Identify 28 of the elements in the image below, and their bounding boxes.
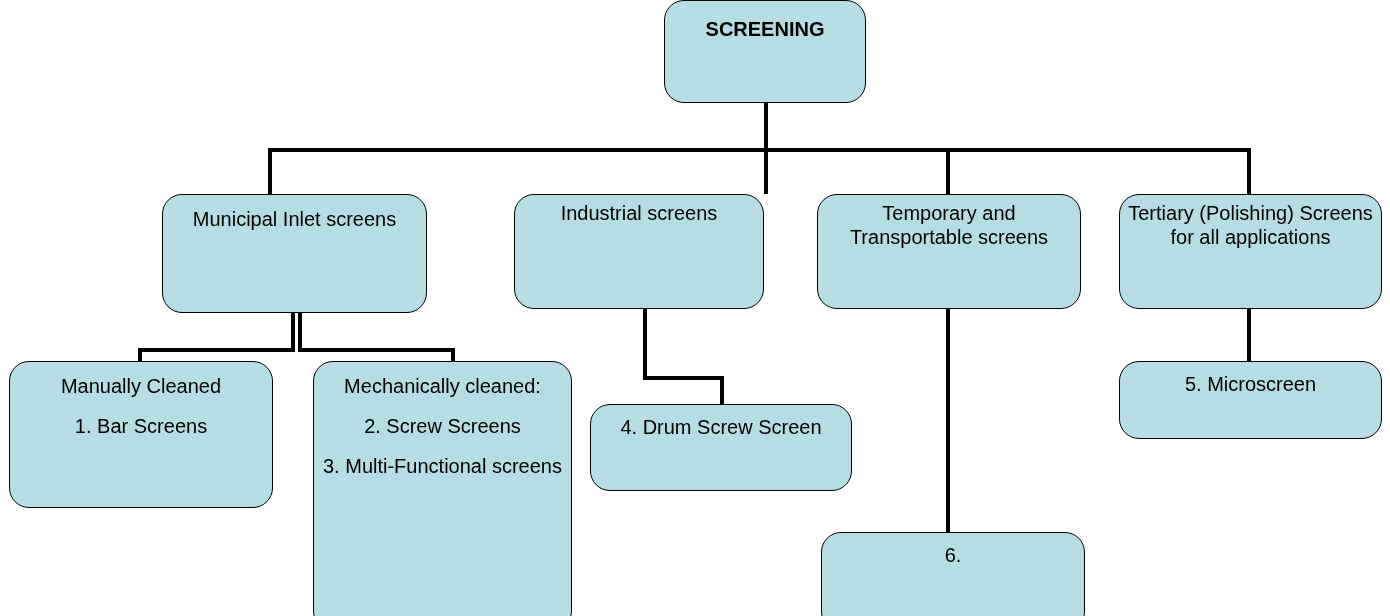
box-label: Mechanically cleaned: bbox=[343, 374, 542, 398]
box-label: Manually Cleaned bbox=[59, 374, 223, 398]
category-box bbox=[313, 361, 572, 616]
connector-line bbox=[1247, 309, 1251, 361]
category-box bbox=[821, 532, 1085, 616]
box-label: 2. Screw Screens bbox=[363, 414, 522, 438]
connector-line bbox=[643, 309, 724, 404]
box-label: 5. Microscreen bbox=[1183, 372, 1318, 396]
category-box bbox=[590, 404, 852, 491]
category-box bbox=[817, 194, 1081, 309]
category-box bbox=[162, 194, 427, 313]
connector-line bbox=[298, 313, 455, 361]
box-label: 1. Bar Screens bbox=[73, 414, 209, 438]
box-label: 6. bbox=[943, 543, 963, 567]
box-label: SCREENING bbox=[704, 17, 826, 41]
category-box bbox=[514, 194, 764, 309]
box-label: 3. Multi-Functional screens bbox=[322, 454, 563, 478]
box-label: Industrial screens bbox=[559, 201, 719, 225]
box-label: Municipal Inlet screens bbox=[191, 207, 398, 231]
box-label: Tertiary (Polishing) Screens for all applications bbox=[1128, 201, 1373, 249]
box-label: Temporary and Transportable screens bbox=[848, 201, 1050, 249]
connector-line bbox=[946, 309, 950, 532]
category-box bbox=[9, 361, 273, 508]
category-box bbox=[1119, 361, 1382, 439]
connector-line bbox=[138, 313, 295, 361]
category-box bbox=[1119, 194, 1382, 309]
box-label: 4. Drum Screw Screen bbox=[619, 415, 823, 439]
category-box bbox=[664, 0, 866, 103]
